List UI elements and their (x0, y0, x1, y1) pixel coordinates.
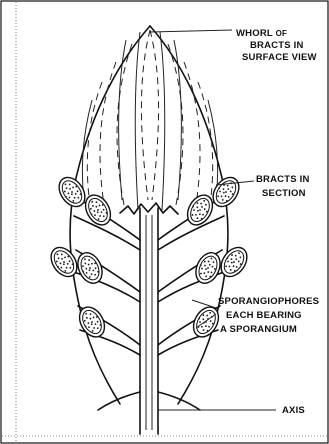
label-bracts-section: BRACTS IN (256, 174, 310, 185)
sporangium (54, 173, 90, 212)
sporangium (208, 173, 244, 212)
label-whorl-3: SURFACE VIEW (242, 52, 317, 63)
label-sporangiophores-2: EACH BEARING (226, 310, 302, 321)
label-sporangiophores: SPORANGIOPHORES (218, 296, 319, 307)
sporangium (182, 191, 217, 230)
sporangiophore-branches (74, 198, 224, 410)
sporangium (80, 191, 115, 230)
label-whorl: WHORL OF (236, 28, 287, 39)
labels: WHORL OF BRACTS IN SURFACE VIEW BRACTS I… (218, 28, 319, 416)
sporangium (73, 249, 106, 287)
label-sporangiophores-3: A SPORANGIUM (220, 324, 297, 335)
label-whorl-2: BRACTS IN (250, 40, 304, 51)
label-bracts-section-2: SECTION (262, 188, 306, 199)
label-leader-lines (150, 30, 276, 410)
sporangium (46, 243, 82, 282)
sporangia (46, 173, 252, 342)
sporangium (216, 243, 252, 282)
label-axis: AXIS (282, 405, 305, 416)
central-axis (140, 208, 158, 434)
sporangium (191, 249, 224, 287)
